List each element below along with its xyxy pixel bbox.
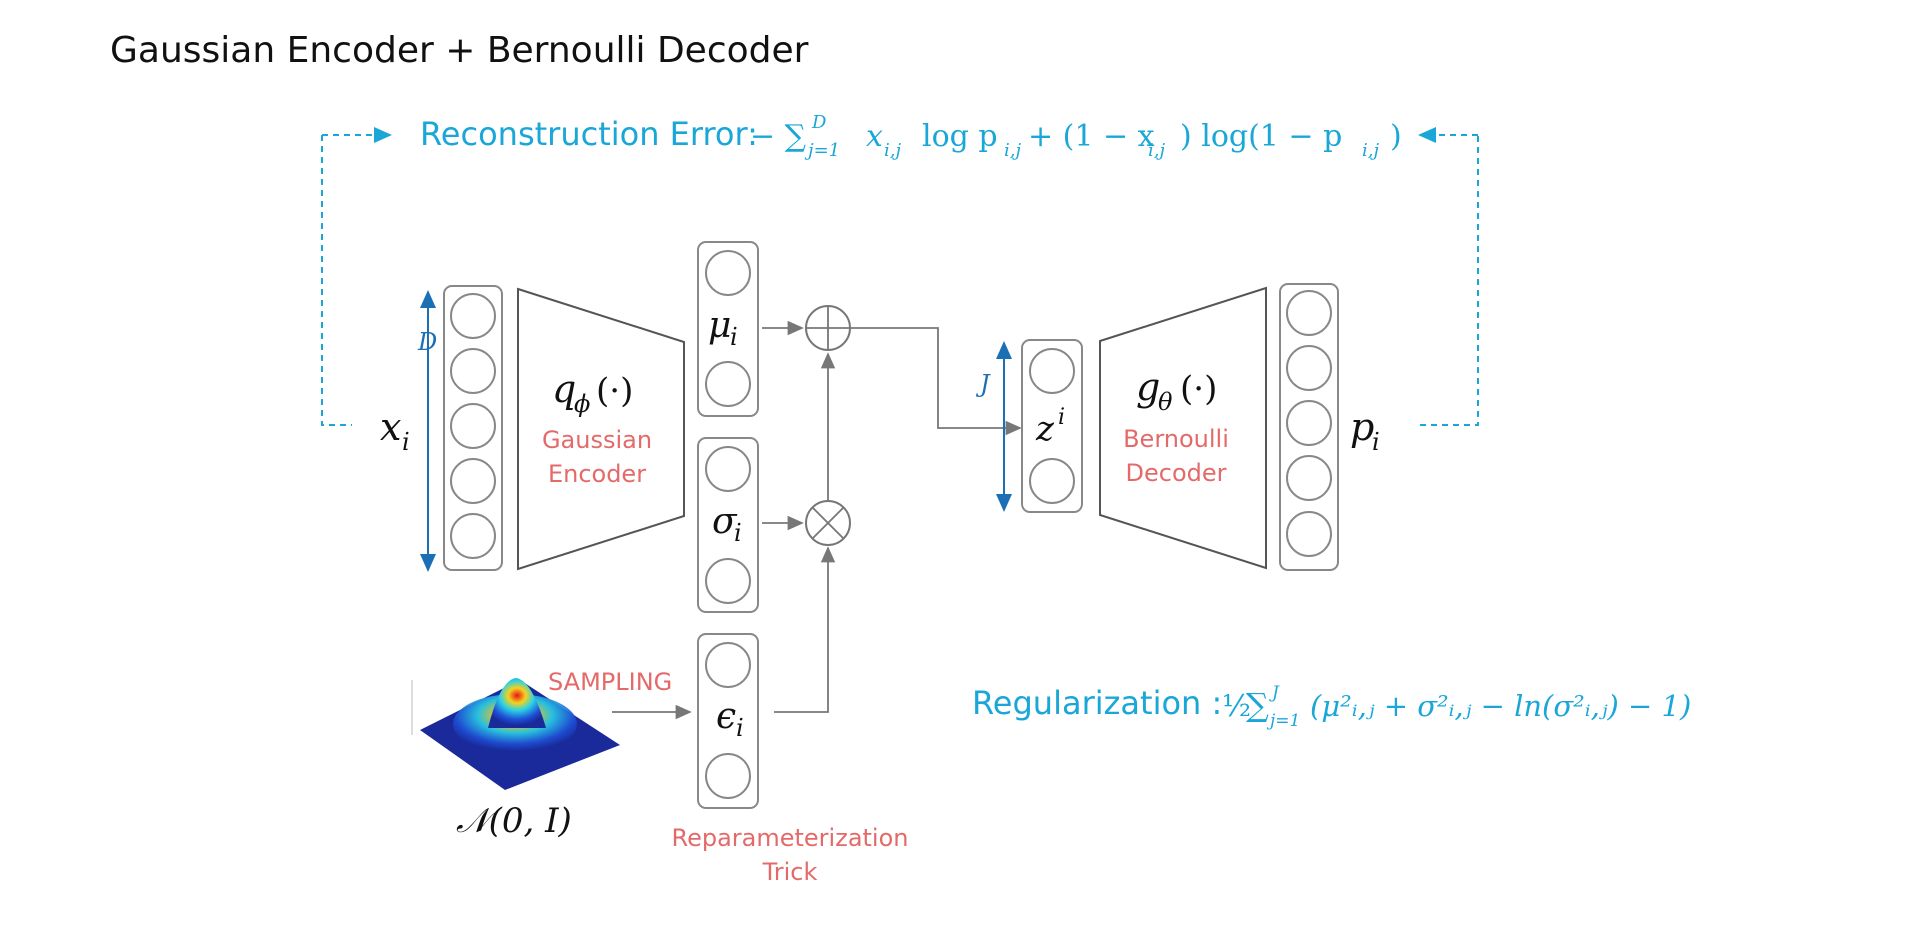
mu-sub: i — [730, 323, 738, 351]
sigma-layer: σ i — [697, 437, 759, 613]
reg-body: (μ²ᵢ,ⱼ + σ²ᵢ,ⱼ − ln(σ²ᵢ,ⱼ) − 1) — [1310, 689, 1691, 723]
mu-symbol: μ — [708, 305, 731, 346]
regularization: Regularization : ½ ∑ J j=1 (μ²ᵢ,ⱼ + σ²ᵢ,… — [972, 683, 1691, 731]
recon-right-dashed-line — [1420, 135, 1479, 426]
sigma-node — [705, 558, 751, 604]
recon-p-sub: i,j — [1004, 140, 1021, 161]
reconstruction-error: Reconstruction Error: − ∑ D j=1 x i,j lo… — [321, 112, 1479, 426]
z-dim-label: J — [975, 370, 991, 398]
mu-node — [705, 250, 751, 296]
decoder-name-line1: Bernoulli — [1123, 425, 1229, 453]
epsilon-node — [705, 753, 751, 799]
plot-bump-peak — [488, 678, 546, 728]
mu-layer-box — [697, 241, 759, 417]
epsilon-layer: ϵ i — [697, 633, 759, 809]
z-node — [1029, 458, 1075, 504]
recon-close: ) — [1390, 119, 1402, 154]
input-node — [450, 458, 496, 504]
input-layer: D x i — [380, 285, 503, 572]
decoder-func: g — [1136, 365, 1160, 409]
epsilon-symbol: ϵ — [716, 696, 736, 737]
output-var-sub: i — [1372, 428, 1380, 456]
output-node — [1286, 400, 1332, 446]
recon-label: Reconstruction Error: — [420, 115, 758, 153]
sigma-sub: i — [734, 519, 742, 547]
reg-sum-lower: j=1 — [1266, 711, 1300, 731]
recon-x2-sub: i,j — [1148, 140, 1165, 161]
output-node — [1286, 511, 1332, 557]
times-op-line2 — [811, 506, 845, 540]
reparameterization-ops — [762, 305, 1022, 713]
encoder-name-line1: Gaussian — [542, 426, 652, 454]
page-title: Gaussian Encoder + Bernoulli Decoder — [110, 30, 809, 71]
recon-formula: − ∑ D j=1 x i,j log p i,j + (1 − x i,j )… — [750, 112, 1402, 161]
decoder-func-arg: (·) — [1180, 369, 1217, 409]
gaussian-sampling: SAMPLING 𝒩(0, I) Reparameterization Tric… — [411, 668, 909, 886]
normal-dist-label: 𝒩(0, I) — [456, 801, 572, 841]
encoder: q ϕ (·) Gaussian Encoder — [517, 287, 685, 571]
plus-to-z-arrow — [850, 327, 1022, 436]
output-layer: p i — [1279, 283, 1380, 571]
input-var-sub: i — [402, 428, 410, 456]
decoder-trapezoid — [1099, 286, 1267, 570]
output-node — [1286, 455, 1332, 501]
output-var: p — [1350, 405, 1374, 449]
epsilon-node — [705, 642, 751, 688]
output-node — [1286, 345, 1332, 391]
sigma-node — [705, 446, 751, 492]
reparam-label-line1: Reparameterization — [671, 824, 908, 852]
epsilon-to-times-arrow — [774, 546, 836, 713]
epsilon-sub: i — [736, 714, 744, 742]
encoder-func-arg: (·) — [596, 371, 633, 411]
input-var: x — [380, 405, 401, 449]
input-node — [450, 348, 496, 394]
reg-sum: ∑ — [1246, 686, 1269, 724]
z-sup: i — [1058, 405, 1065, 430]
encoder-func-sub: ϕ — [574, 390, 590, 418]
input-layer-box — [443, 285, 503, 571]
regularization-formula: ½ ∑ J j=1 (μ²ᵢ,ⱼ + σ²ᵢ,ⱼ − ln(σ²ᵢ,ⱼ) − 1… — [1222, 683, 1691, 731]
recon-mid: + (1 − x — [1028, 119, 1155, 154]
reparam-label-line2: Trick — [762, 858, 818, 886]
recon-sum-lower: j=1 — [804, 140, 840, 161]
recon-sum-sign: − ∑ — [750, 119, 807, 154]
sigma-layer-box — [697, 437, 759, 613]
mu-layer: μ i — [697, 241, 759, 417]
decoder: g θ (·) Bernoulli Decoder — [1099, 286, 1267, 570]
recon-x-sub: i,j — [884, 140, 901, 161]
z-node — [1029, 348, 1075, 394]
output-node — [1286, 290, 1332, 336]
z-layer: J z i — [975, 339, 1083, 513]
recon-p2-sub: i,j — [1362, 140, 1379, 161]
encoder-func: q — [552, 367, 576, 411]
recon-left-dashed-line — [321, 135, 352, 426]
recon-log-p: log p — [922, 119, 998, 154]
input-dim-label: D — [417, 328, 437, 356]
input-node — [450, 293, 496, 339]
encoder-name-line2: Encoder — [548, 460, 646, 488]
recon-sum-upper: D — [811, 112, 827, 133]
output-layer-box — [1279, 283, 1339, 571]
z-layer-box — [1021, 339, 1083, 513]
decoder-func-sub: θ — [1158, 388, 1173, 416]
epsilon-layer-box — [697, 633, 759, 809]
recon-x: x — [866, 119, 883, 154]
mu-node — [705, 361, 751, 407]
encoder-trapezoid — [517, 287, 685, 571]
regularization-label: Regularization : — [972, 684, 1222, 722]
input-node — [450, 513, 496, 559]
sampling-label: SAMPLING — [548, 668, 672, 696]
input-node — [450, 403, 496, 449]
reg-half: ½ — [1222, 689, 1251, 724]
sigma-symbol: σ — [712, 501, 738, 542]
z-symbol: z — [1035, 409, 1055, 449]
reg-sum-upper: J — [1269, 683, 1280, 703]
recon-end: ) log(1 − p — [1180, 119, 1342, 154]
decoder-name-line2: Decoder — [1126, 459, 1227, 487]
